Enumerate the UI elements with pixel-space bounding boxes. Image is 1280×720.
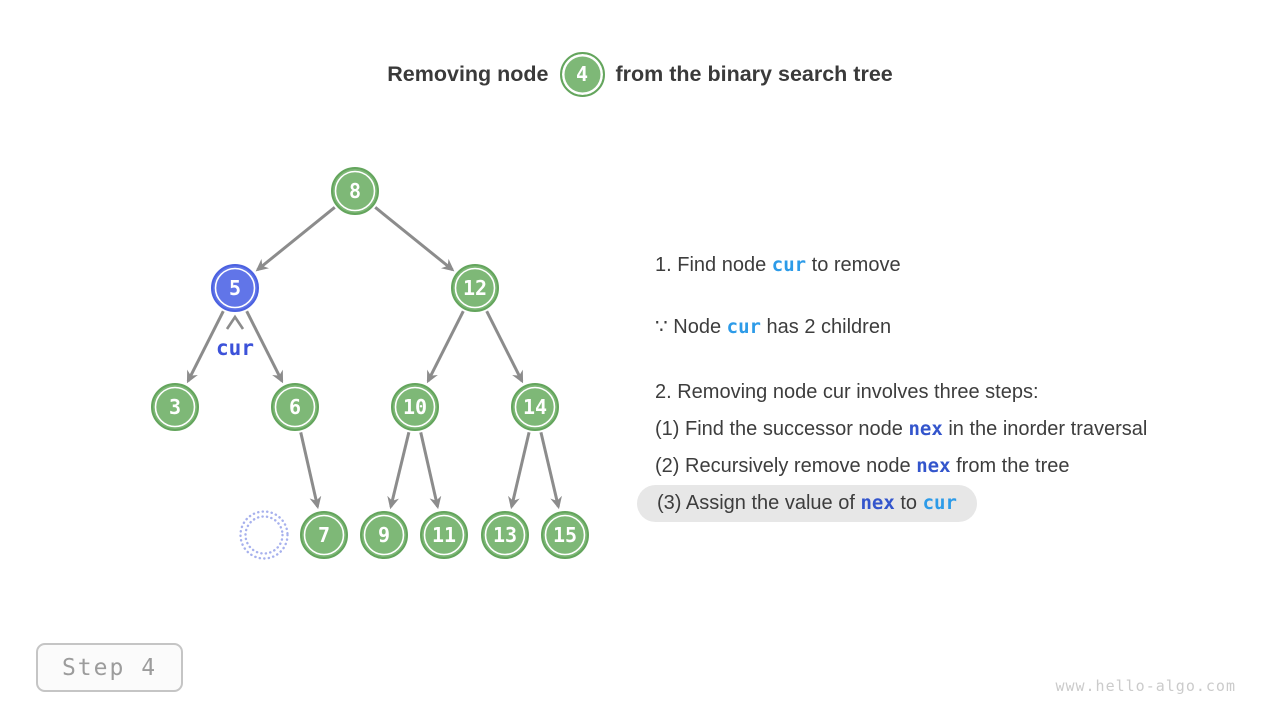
tree-node-11: 11 (420, 511, 468, 559)
cur-pointer: cur (216, 314, 254, 360)
svg-text:14: 14 (523, 395, 547, 419)
tree-edge-8-5 (255, 206, 336, 272)
tree-edge-14-13 (508, 431, 531, 510)
keyword-cur: cur (726, 316, 761, 338)
title-prefix: Removing node (387, 61, 549, 86)
explanation-notes: 1. Find node cur to remove ∵ Node cur has… (637, 247, 1147, 522)
tree-edge-5-3 (186, 310, 225, 384)
tree-node-5: 5 (211, 264, 259, 312)
tree-node-9: 9 (360, 511, 408, 559)
tree-node-10: 10 (391, 383, 439, 431)
cur-pointer-caret-icon (225, 314, 245, 330)
tree-node-14: 14 (511, 383, 559, 431)
removed-node-value: 4 (575, 62, 589, 86)
keyword-nex: nex (860, 492, 895, 514)
tree-node-13: 13 (481, 511, 529, 559)
svg-text:13: 13 (493, 523, 517, 547)
tree-edge-8-12 (374, 206, 455, 272)
step-indicator-badge: Step 4 (36, 643, 183, 692)
tree-node-3: 3 (151, 383, 199, 431)
binary-search-tree-diagram: 8 5 12 3 6 10 14 7 9 11 13 15 cur (151, 167, 589, 560)
tree-edges (186, 206, 562, 510)
keyword-cur: cur (771, 254, 807, 276)
tree-node-8: 8 (331, 167, 379, 215)
tree-edge-10-9 (387, 431, 411, 510)
tree-nodes: 8 5 12 3 6 10 14 7 9 11 13 15 (151, 167, 589, 560)
note-text: (2) Recursively remove node (655, 455, 917, 477)
note-three-steps: 2. Removing node cur involves three step… (655, 374, 1147, 411)
tree-node-7: 7 (300, 511, 348, 559)
tree-node-removed-placeholder (239, 510, 289, 560)
svg-text:15: 15 (553, 523, 577, 547)
title-suffix: from the binary search tree (615, 61, 893, 86)
tree-edge-14-15 (539, 431, 562, 510)
note-step-1: (1) Find the successor node nex in the i… (655, 411, 1147, 448)
note-text: (3) Assign the value of (657, 492, 861, 514)
tree-edge-12-10 (426, 310, 465, 384)
tree-edge-5-6 (245, 310, 284, 384)
svg-text:12: 12 (463, 276, 487, 300)
svg-text:8: 8 (349, 179, 361, 203)
svg-text:9: 9 (378, 523, 390, 547)
note-text: 2. Removing node cur involves three step… (655, 381, 1039, 403)
note-because: ∵ Node cur has 2 children (655, 309, 1147, 346)
note-text: ∵ Node (655, 316, 727, 338)
keyword-cur: cur (922, 492, 957, 514)
note-text: 1. Find node (655, 254, 772, 276)
removed-node-badge: 4 (559, 51, 605, 97)
tree-node-6: 6 (271, 383, 319, 431)
note-text: to (894, 492, 923, 514)
note-text: (1) Find the successor node (655, 418, 909, 440)
note-text: has 2 children (760, 316, 892, 338)
svg-text:11: 11 (432, 523, 456, 547)
svg-text:6: 6 (289, 395, 301, 419)
cur-pointer-label: cur (216, 336, 254, 360)
svg-text:5: 5 (229, 276, 241, 300)
note-text: from the tree (950, 455, 1070, 477)
note-step-2: (2) Recursively remove node nex from the… (655, 448, 1147, 485)
svg-text:3: 3 (169, 395, 181, 419)
keyword-nex: nex (908, 418, 943, 440)
tree-edge-10-11 (419, 432, 442, 510)
tree-node-12: 12 (451, 264, 499, 312)
note-text: to remove (806, 254, 901, 276)
note-step-3: (3) Assign the value of nex to cur (637, 485, 977, 522)
step-indicator-label: Step 4 (61, 654, 158, 681)
tree-node-15: 15 (541, 511, 589, 559)
svg-text:10: 10 (403, 395, 427, 419)
svg-text:7: 7 (318, 523, 330, 547)
tree-edge-6-7 (299, 432, 322, 510)
note-find-cur: 1. Find node cur to remove (655, 247, 1147, 284)
tree-edge-12-14 (485, 310, 524, 384)
keyword-nex: nex (916, 455, 951, 477)
figure-title: Removing node 4 from the binary search t… (0, 50, 1280, 98)
note-text: in the inorder traversal (942, 418, 1148, 440)
website-watermark: www.hello-algo.com (1055, 677, 1236, 695)
